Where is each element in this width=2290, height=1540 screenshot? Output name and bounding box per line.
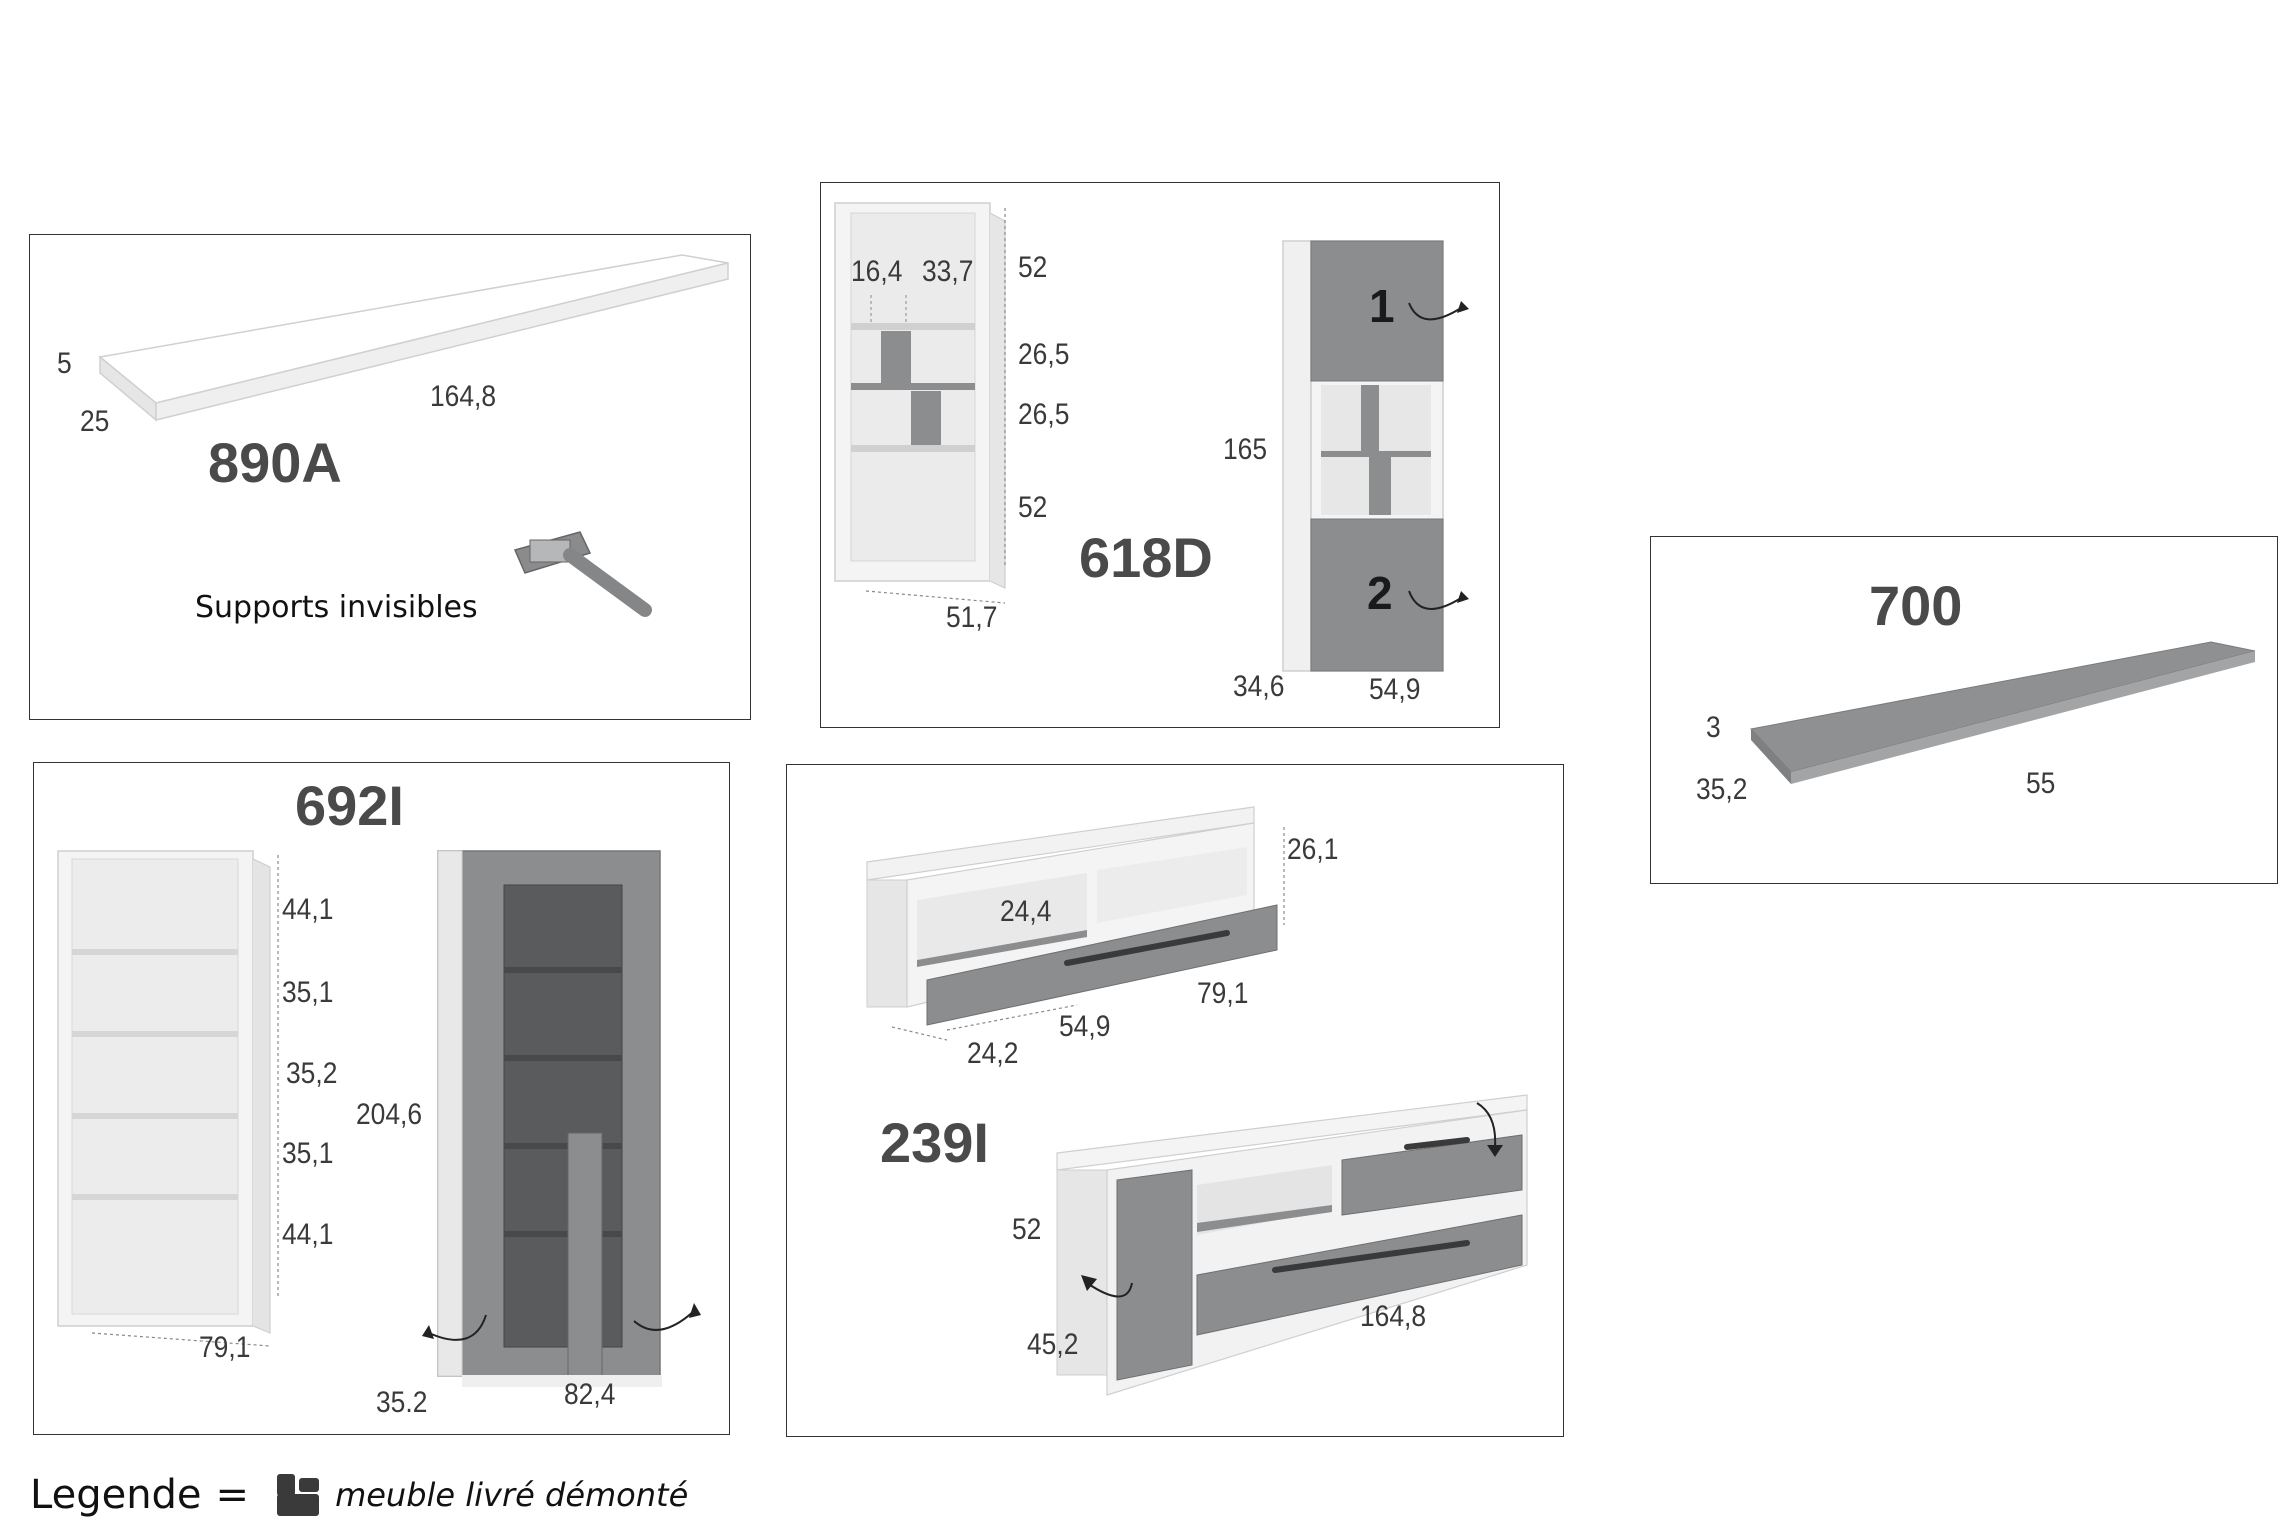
dim-618d-width: 51,7 bbox=[946, 601, 998, 634]
code-692i: 692I bbox=[295, 774, 404, 837]
dim-700-length: 55 bbox=[2026, 767, 2056, 800]
dim-239i-inner-depth: 24,4 bbox=[1000, 895, 1052, 928]
shelf-700-drawing bbox=[1750, 641, 2256, 784]
dim-692i-width2: 82,4 bbox=[564, 1378, 616, 1411]
flatpack-box-icon bbox=[277, 1474, 320, 1516]
dim-239i-top-height: 26,1 bbox=[1287, 833, 1339, 866]
dim-239i-depth2: 45,2 bbox=[1027, 1328, 1079, 1361]
legend-equals: = bbox=[215, 1472, 250, 1518]
door-2-label: 2 bbox=[1367, 567, 1393, 619]
dim-692i-h5: 44,1 bbox=[282, 1218, 334, 1251]
dim-692i-h1: 44,1 bbox=[282, 893, 334, 926]
dim-618d-d1: 16,4 bbox=[851, 255, 903, 288]
bookcase-618d-open bbox=[834, 202, 1006, 604]
legend-label: Legende bbox=[30, 1472, 202, 1518]
shelf-890a-side bbox=[155, 262, 729, 421]
dim-618d-height-total: 165 bbox=[1223, 433, 1268, 466]
panel-692i: 692I 44,1 35,1 35,2 35,1 44,1 79,1 204,6… bbox=[33, 762, 730, 1435]
shelf-890a-top bbox=[98, 254, 729, 404]
dim-618d-h3: 26,5 bbox=[1018, 398, 1070, 431]
panel-700: 700 3 35,2 55 bbox=[1650, 536, 2278, 884]
dim-239i-width: 79,1 bbox=[1197, 977, 1249, 1010]
tv-unit-239i-closed bbox=[1056, 1094, 1528, 1396]
shelf-890a-drawing bbox=[98, 254, 729, 617]
dim-239i-drawer-width: 54,9 bbox=[1059, 1010, 1111, 1043]
dim-692i-width: 79,1 bbox=[199, 1331, 251, 1364]
dim-700-depth: 35,2 bbox=[1696, 773, 1748, 806]
bookcase-692i-drawing bbox=[57, 850, 701, 1387]
dim-692i-height-total: 204,6 bbox=[356, 1098, 423, 1131]
legend: Legende = meuble livré démonté bbox=[30, 1465, 688, 1525]
bookcase-692i-doors bbox=[422, 850, 701, 1387]
code-239i: 239I bbox=[880, 1111, 989, 1174]
code-890a: 890A bbox=[208, 431, 342, 494]
dim-618d-depth: 34,6 bbox=[1233, 670, 1285, 703]
dim-890a-length: 164,8 bbox=[430, 380, 497, 413]
panel-239i: 26,1 24,4 24,2 54,9 79,1 239I 52 45,2 16… bbox=[786, 764, 1564, 1437]
dim-618d-width2: 54,9 bbox=[1369, 673, 1421, 706]
dim-239i-height: 52 bbox=[1012, 1213, 1042, 1246]
shelf-700-top bbox=[1750, 641, 2256, 773]
panel-618d: 16,4 33,7 52 26,5 26,5 52 51,7 618D 165 … bbox=[820, 182, 1500, 728]
dim-890a-height: 5 bbox=[57, 347, 72, 380]
dim-692i-h3: 35,2 bbox=[286, 1057, 338, 1090]
bookcase-618d-doors bbox=[1282, 240, 1469, 672]
door-1-label: 1 bbox=[1369, 280, 1395, 332]
bookcase-692i-open bbox=[57, 850, 279, 1347]
tv-unit-239i-open bbox=[866, 806, 1285, 1041]
dim-692i-h2: 35,1 bbox=[282, 976, 334, 1009]
tv-unit-239i-drawing bbox=[866, 806, 1528, 1396]
dim-618d-h2: 26,5 bbox=[1018, 338, 1070, 371]
panel-890a: 5 25 164,8 890A Supports invisibles bbox=[29, 234, 751, 720]
code-700: 700 bbox=[1869, 574, 1963, 637]
dim-239i-depth: 24,2 bbox=[967, 1037, 1019, 1070]
dim-692i-h4: 35,1 bbox=[282, 1137, 334, 1170]
bookcase-618d-drawing bbox=[834, 202, 1469, 672]
dim-618d-d2: 33,7 bbox=[922, 255, 974, 288]
dim-618d-h1: 52 bbox=[1018, 251, 1048, 284]
dim-239i-width2: 164,8 bbox=[1360, 1300, 1427, 1333]
dim-692i-depth: 35.2 bbox=[376, 1386, 428, 1419]
dim-700-height: 3 bbox=[1706, 711, 1721, 744]
shelf-700-side bbox=[1791, 651, 2255, 784]
code-618d: 618D bbox=[1079, 526, 1213, 589]
dim-618d-h4: 52 bbox=[1018, 491, 1048, 524]
caption-supports: Supports invisibles bbox=[195, 590, 478, 625]
shelf-700-front bbox=[1751, 729, 1791, 784]
invisible-support-icon bbox=[513, 531, 652, 617]
legend-text: meuble livré démonté bbox=[335, 1476, 689, 1514]
dim-890a-depth: 25 bbox=[80, 405, 110, 438]
